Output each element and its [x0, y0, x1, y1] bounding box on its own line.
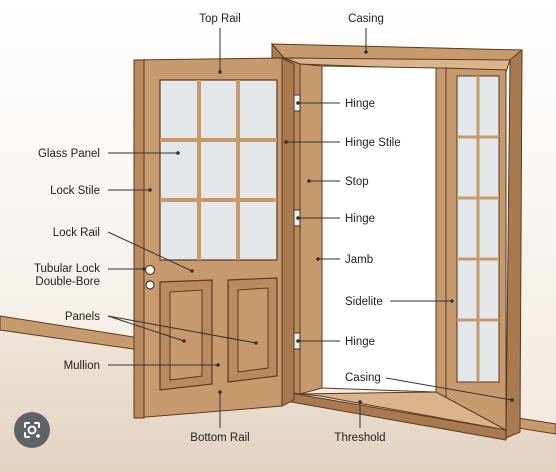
label-threshold: Threshold: [334, 432, 385, 444]
label-hinge-mid: Hinge: [345, 213, 375, 225]
label-sidelite: Sidelite: [345, 296, 383, 308]
google-lens-icon: [24, 422, 40, 438]
door-slab: [133, 57, 295, 419]
label-mullion: Mullion: [64, 360, 100, 372]
label-bottom-rail: Bottom Rail: [190, 432, 249, 444]
label-stop: Stop: [345, 176, 369, 188]
lock-bore-icon: [144, 264, 156, 276]
threshold-top: [299, 391, 507, 431]
glass: [159, 79, 278, 261]
label-hinge-stile: Hinge Stile: [345, 137, 401, 149]
label-tubular-lock: Tubular Lock: [34, 263, 100, 275]
label-glass-panel: Glass Panel: [38, 148, 100, 160]
label-double-bore: Double-Bore: [35, 276, 100, 288]
leaders: [107, 28, 514, 428]
label-lock-rail: Lock Rail: [53, 227, 100, 239]
label-casing-bottom: Casing: [345, 372, 381, 384]
label-top-rail: Top Rail: [199, 13, 241, 25]
label-hinge-top: Hinge: [345, 98, 375, 110]
labels: Top Rail Casing Glass Panel Lock Stile L…: [34, 13, 401, 444]
label-jamb: Jamb: [345, 254, 373, 266]
label-hinge-bottom: Hinge: [345, 336, 375, 348]
google-lens-button[interactable]: [14, 412, 50, 448]
label-panels: Panels: [65, 311, 100, 323]
label-casing-top: Casing: [348, 13, 384, 25]
deadbolt-bore-icon: [145, 280, 155, 290]
sidelite: [445, 67, 507, 439]
label-lock-stile: Lock Stile: [50, 185, 100, 197]
